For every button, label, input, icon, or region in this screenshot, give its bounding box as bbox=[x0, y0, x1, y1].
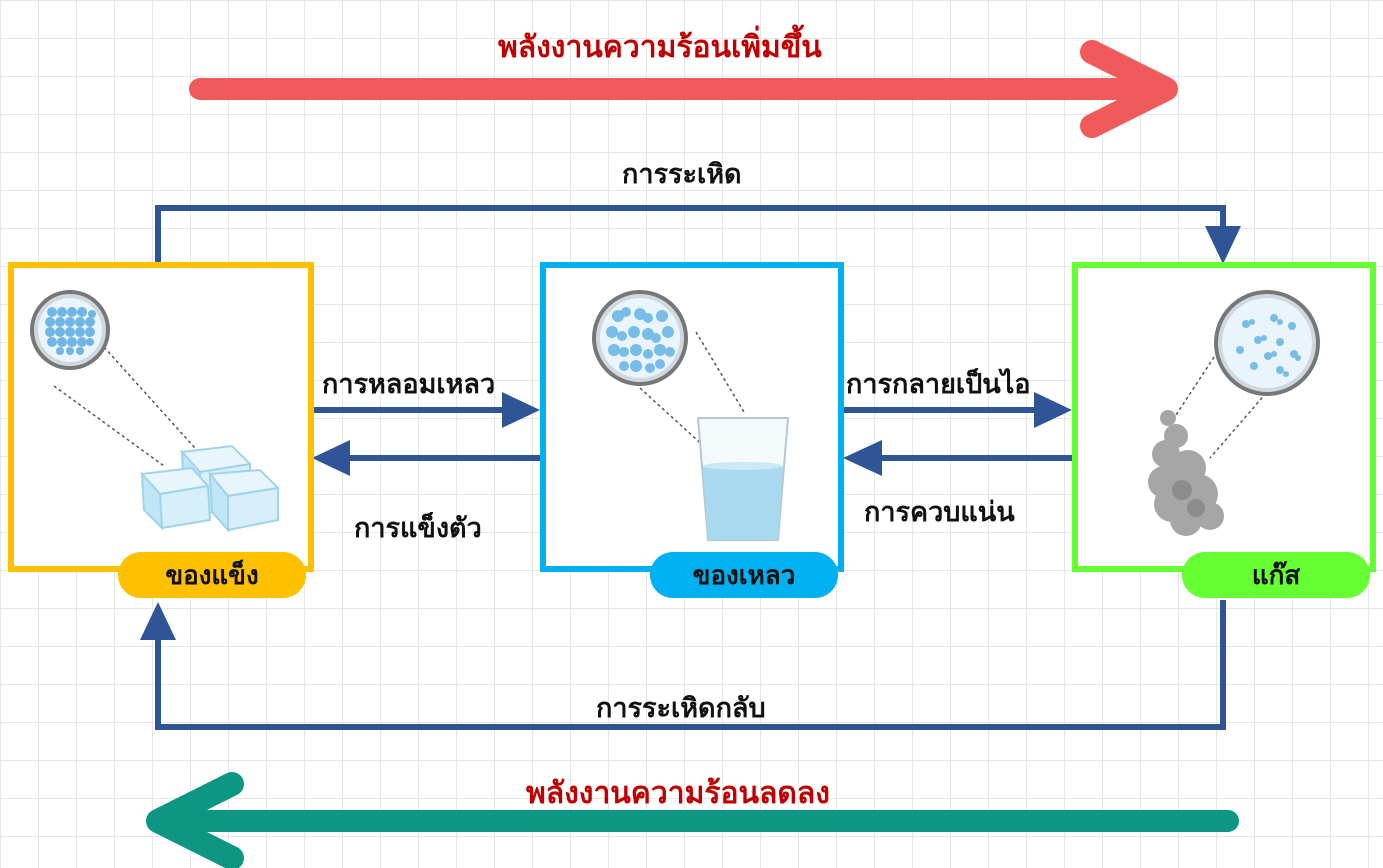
sublimation-arrow bbox=[155, 205, 1241, 264]
deposition-arrow bbox=[140, 600, 1226, 730]
steam-cloud-icon bbox=[1148, 341, 1275, 536]
liquid-particles-zoom bbox=[592, 290, 688, 386]
energy-increase-label: พลังงานความร้อนเพิ่มขึ้น bbox=[498, 30, 822, 65]
melting-label: การหลอมเหลว bbox=[322, 369, 496, 400]
sublimation-label: การระเหิด bbox=[622, 159, 742, 190]
ice-cubes-icon bbox=[53, 315, 281, 533]
melting-arrow bbox=[312, 392, 540, 428]
vaporization-arrow bbox=[843, 392, 1072, 428]
energy-decrease-label: พลังงานความร้อนลดลง bbox=[526, 776, 830, 811]
gas-label-badge: แก๊ส bbox=[1182, 552, 1370, 598]
vaporization-label: การกลายเป็นไอ bbox=[846, 369, 1031, 400]
energy-increase-arrow bbox=[189, 40, 1178, 138]
freezing-arrow bbox=[312, 440, 540, 476]
solid-label-badge: ของแข็ง bbox=[118, 552, 306, 598]
liquid-label-badge: ของเหลว bbox=[650, 552, 838, 598]
gas-particles-zoom bbox=[1214, 290, 1320, 396]
energy-decrease-arrow bbox=[146, 772, 1239, 868]
liquid-state-box bbox=[540, 262, 844, 572]
condensation-arrow bbox=[843, 440, 1072, 476]
freezing-label: การแข็งตัว bbox=[354, 513, 482, 544]
condensation-label: การควบแน่น bbox=[864, 497, 1015, 528]
solid-particles-zoom bbox=[30, 290, 110, 370]
deposition-label: การระเหิดกลับ bbox=[596, 693, 766, 724]
glass-of-water-icon bbox=[639, 331, 790, 541]
